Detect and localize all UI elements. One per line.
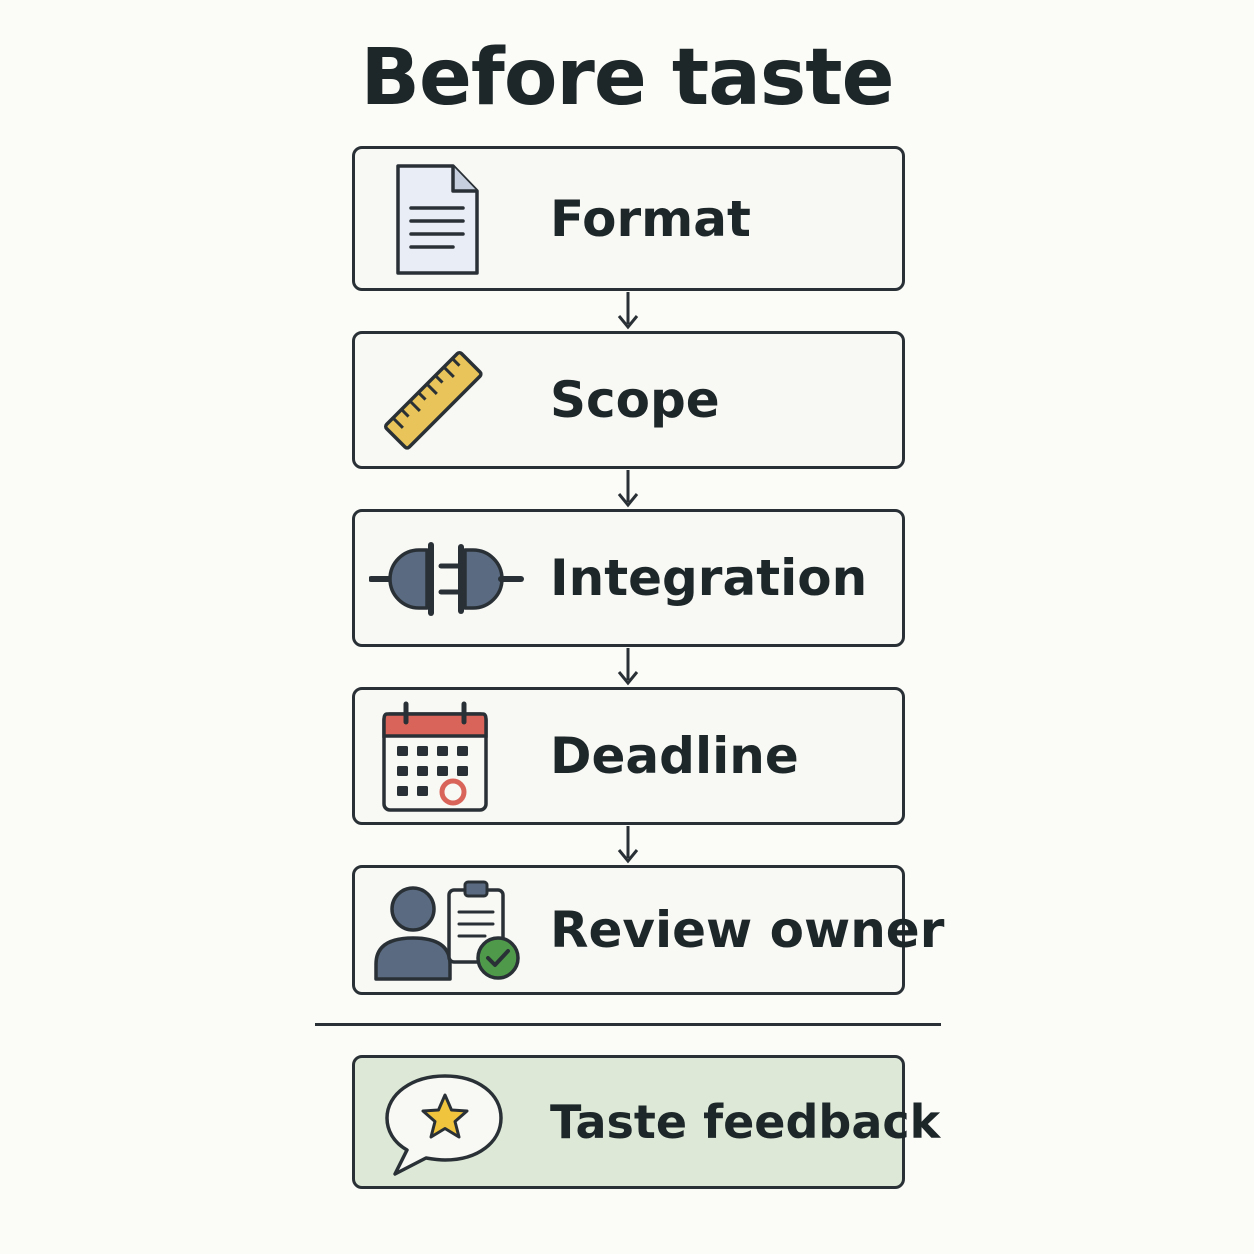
step-review-owner: Review owner <box>352 865 944 995</box>
step-deadline: Deadline <box>352 687 905 825</box>
diagram-title: Before taste <box>360 33 895 123</box>
step-label: Deadline <box>550 727 799 785</box>
divider <box>315 1023 941 1026</box>
flow-arrow <box>616 648 640 686</box>
step-label: Scope <box>550 371 720 429</box>
document-icon <box>393 163 483 282</box>
calendar-icon <box>380 700 490 819</box>
step-format: Format <box>352 146 905 291</box>
step-label: Review owner <box>550 901 945 959</box>
plug-icon <box>368 542 524 621</box>
speech-bubble-star-icon <box>383 1072 508 1182</box>
step-taste-feedback: Taste feedback <box>352 1055 940 1189</box>
step-label: Integration <box>550 549 868 607</box>
flow-arrow <box>616 826 640 864</box>
ruler-icon <box>377 344 492 463</box>
step-label: Taste feedback <box>550 1095 941 1149</box>
step-scope: Scope <box>352 331 905 469</box>
step-integration: Integration <box>352 509 905 647</box>
flow-arrow <box>616 470 640 508</box>
flow-arrow <box>616 292 640 330</box>
person-clipboard-check-icon <box>371 876 526 992</box>
step-label: Format <box>550 189 751 248</box>
